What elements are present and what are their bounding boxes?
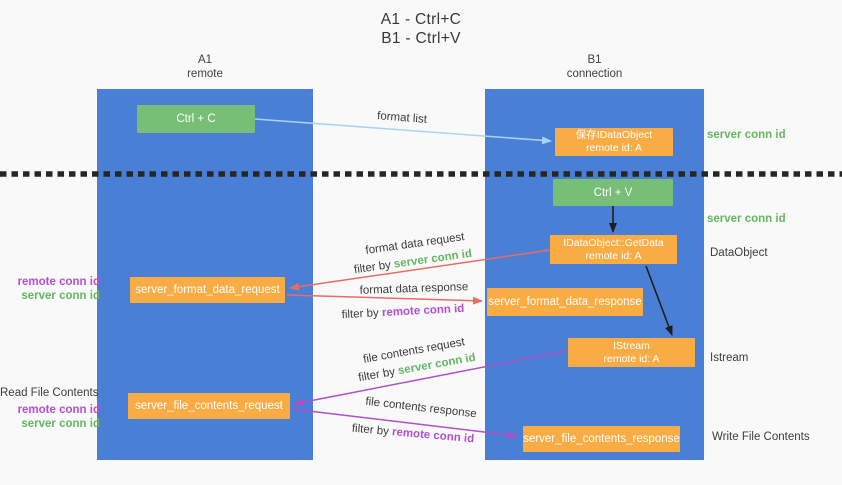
left-remote-conn-id-2: remote conn id	[17, 404, 100, 416]
node-server-format-data-response: server_format_data_response	[487, 288, 643, 316]
node-server-file-contents-request-label: server_file_contents_request	[135, 400, 283, 412]
left-server-conn-id-1: server conn id	[21, 290, 100, 302]
column-b1-name: B1	[587, 54, 602, 66]
node-idataobject-getdata: IDataObject::GetData remote id: A	[550, 235, 677, 264]
diagram-title: A1 - Ctrl+C B1 - Ctrl+V	[0, 10, 842, 48]
node-server-file-contents-response: server_file_contents_response	[523, 426, 680, 452]
file-contents-response-label: file contents response	[364, 395, 478, 421]
column-a1-subtitle: remote	[187, 68, 223, 80]
node-server-file-contents-response-label: server_file_contents_response	[523, 433, 680, 445]
title-line-1: A1 - Ctrl+C	[380, 11, 462, 28]
filter-by-text: filter by	[351, 422, 393, 439]
remote-conn-id-key: remote conn id	[381, 302, 465, 320]
node-save-idataobject: 保存IDataObject remote id: A	[555, 128, 673, 156]
right-istream-label: Istream	[710, 352, 749, 364]
right-server-conn-id-mid: server conn id	[707, 213, 786, 225]
filter-by-text: filter by	[357, 365, 400, 385]
right-dataobject-label: DataObject	[710, 247, 768, 259]
left-conn-id-block-2: remote conn id server conn id	[0, 403, 100, 431]
node-server-file-contents-request: server_file_contents_request	[128, 393, 290, 419]
left-remote-conn-id-1: remote conn id	[17, 276, 100, 288]
node-server-format-data-response-label: server_format_data_response	[488, 296, 642, 308]
node-ctrl-c-label: Ctrl + C	[176, 113, 216, 125]
filter-by-text: filter by	[341, 307, 383, 322]
right-server-conn-id-top: server conn id	[707, 129, 786, 141]
column-header-a1: A1 remote	[97, 53, 313, 81]
format-data-response-label: format data response	[359, 281, 469, 297]
node-ctrl-c: Ctrl + C	[137, 105, 255, 133]
format-data-response-filter-label: filter by remote conn id	[341, 303, 464, 321]
file-contents-response-filter-label: filter by remote conn id	[351, 423, 474, 446]
node-ctrl-v-label: Ctrl + V	[593, 186, 633, 199]
left-server-conn-id-2: server conn id	[21, 418, 100, 430]
left-read-file-contents-label: Read File Contents	[0, 387, 99, 399]
node-ctrl-v: Ctrl + V	[553, 179, 673, 206]
node-save-idataobject-line1: 保存IDataObject	[575, 129, 653, 141]
column-a1-name: A1	[197, 54, 213, 66]
node-server-format-data-request: server_format_data_request	[130, 277, 285, 303]
node-save-idataobject-line2: remote id: A	[585, 142, 643, 154]
node-idataobject-getdata-line2: remote id: A	[585, 249, 642, 262]
title-line-2: B1 - Ctrl+V	[381, 30, 461, 47]
node-idataobject-getdata-line1: IDataObject::GetData	[563, 236, 664, 249]
left-conn-id-block-1: remote conn id server conn id	[0, 275, 100, 303]
column-header-b1: B1 connection	[485, 53, 704, 81]
node-istream: IStream remote id: A	[568, 338, 695, 367]
node-server-format-data-request-label: server_format_data_request	[135, 284, 280, 296]
filter-by-text: filter by	[353, 258, 395, 277]
node-istream-line2: remote id: A	[603, 352, 660, 365]
node-istream-line1: IStream	[613, 339, 650, 352]
remote-conn-id-key: remote conn id	[391, 426, 475, 446]
right-write-file-contents-label: Write File Contents	[712, 431, 810, 443]
column-b1-subtitle: connection	[566, 68, 623, 80]
format-list-label: format list	[376, 110, 428, 126]
